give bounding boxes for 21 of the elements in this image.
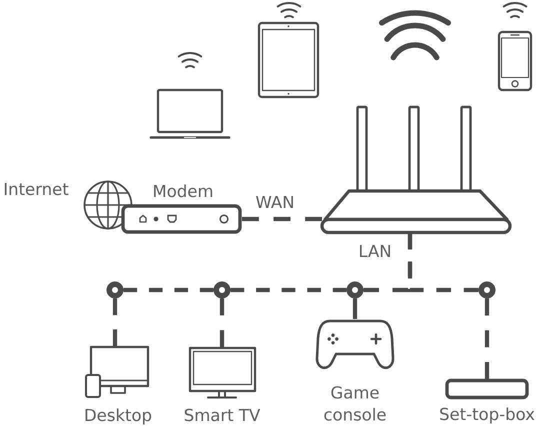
network-cable <box>220 298 224 347</box>
router-icon <box>320 106 512 234</box>
icon-label: Internet <box>4 182 68 196</box>
edge-label: WAN <box>254 194 296 209</box>
network-cable <box>112 298 118 346</box>
network-cable <box>124 288 214 292</box>
icon-label: Set-top-box <box>440 407 534 424</box>
network-cable <box>408 234 478 292</box>
icon-label: Desktop <box>86 408 152 424</box>
icon-label: Modem <box>154 184 212 198</box>
edge-label: LAN <box>357 244 393 258</box>
network-cable <box>242 216 322 222</box>
network-cable <box>230 288 346 292</box>
icon-label: Game console <box>324 386 386 421</box>
network-cable <box>484 298 490 379</box>
junction-ring <box>346 282 364 298</box>
junction-ring <box>214 282 230 298</box>
junction-ring <box>106 282 124 298</box>
junction-ring <box>478 282 496 298</box>
icon-label: Smart TV <box>184 408 260 422</box>
network-cable <box>352 298 358 319</box>
